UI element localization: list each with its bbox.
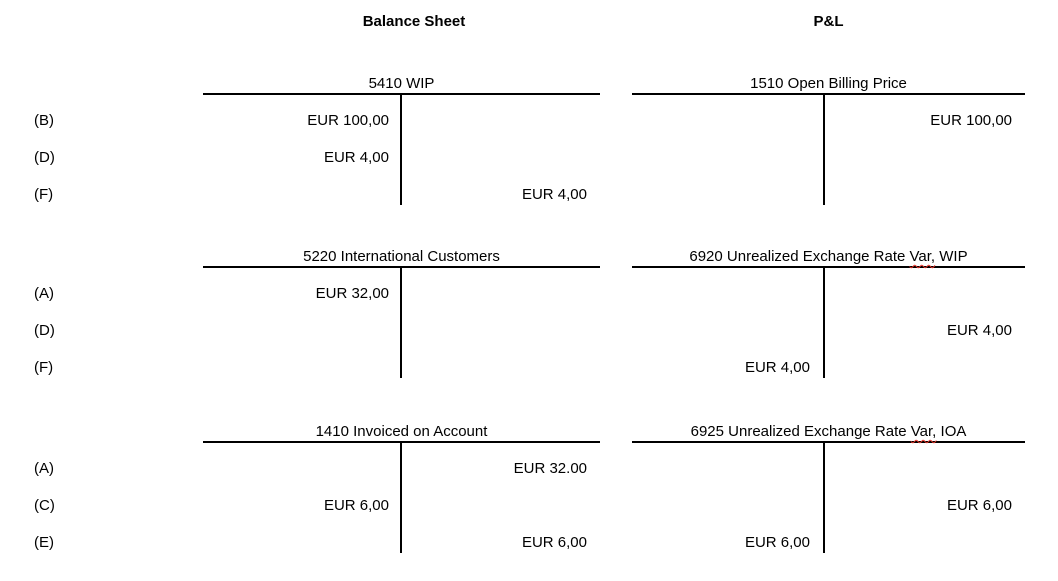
t-account-divider-line — [400, 95, 402, 205]
credit-column — [400, 268, 600, 386]
t-account-body: EUR 6,00 EUR 6,00 — [632, 443, 1025, 561]
t-account-6920-unrealized-exchange-rate-var-wip: 6920 Unrealized Exchange Rate Var, WIP E… — [632, 248, 1025, 386]
debit-amount: EUR 6,00 — [744, 534, 810, 551]
credit-amount — [400, 102, 600, 139]
entry-label-a: (A) — [34, 285, 54, 302]
account-title: 6925 Unrealized Exchange Rate Var, IOA — [632, 423, 1025, 443]
t-account-5410-wip: 5410 WIP EUR 100,00 EUR 4,00 EUR 4,00 — [203, 75, 600, 213]
t-account-body: EUR 100,00 — [632, 95, 1025, 213]
debit-column: EUR 6,00 — [203, 443, 400, 561]
credit-column: EUR 6,00 — [823, 443, 1025, 561]
t-account-divider-line — [823, 95, 825, 205]
account-title: 1410 Invoiced on Account — [203, 423, 600, 443]
debit-amount — [203, 176, 400, 213]
entry-label-a: (A) — [34, 460, 54, 477]
credit-column: EUR 4,00 — [400, 95, 600, 213]
entry-label-d: (D) — [34, 322, 55, 339]
spellcheck-underlined-word: Var, — [910, 423, 937, 440]
debit-amount — [632, 176, 823, 213]
t-account-body: EUR 4,00 EUR 4,00 — [632, 268, 1025, 386]
debit-amount — [632, 450, 823, 487]
account-title: 6920 Unrealized Exchange Rate Var, WIP — [632, 248, 1025, 268]
account-title-text: WIP — [935, 248, 968, 265]
t-account-row-group-3: (A) (C) (E) 1410 Invoiced on Account EUR… — [0, 423, 1058, 563]
t-account-divider-line — [823, 443, 825, 553]
t-account-row-group-2: (A) (D) (F) 5220 International Customers… — [0, 248, 1058, 388]
credit-column: EUR 4,00 — [823, 268, 1025, 386]
debit-amount: EUR 4,00 — [323, 149, 389, 166]
debit-amount — [632, 487, 823, 524]
account-title: 5220 International Customers — [203, 248, 600, 268]
t-account-row-group-1: (B) (D) (F) 5410 WIP EUR 100,00 EUR 4,00… — [0, 75, 1058, 215]
credit-amount: EUR 4,00 — [521, 186, 587, 203]
credit-column: EUR 100,00 — [823, 95, 1025, 213]
t-account-divider-line — [400, 268, 402, 378]
entry-label-c: (C) — [34, 497, 55, 514]
column-header-pnl: P&L — [813, 13, 844, 30]
debit-amount: EUR 6,00 — [323, 497, 389, 514]
column-header-balance-sheet: Balance Sheet — [362, 13, 466, 30]
account-title: 5410 WIP — [203, 75, 600, 95]
debit-column: EUR 100,00 EUR 4,00 — [203, 95, 400, 213]
account-title-text: 6925 Unrealized Exchange Rate — [690, 423, 911, 440]
credit-amount — [823, 524, 1025, 561]
debit-column — [632, 95, 823, 213]
credit-amount: EUR 6,00 — [946, 497, 1012, 514]
credit-amount — [400, 349, 600, 386]
t-account-6925-unrealized-exchange-rate-var-ioa: 6925 Unrealized Exchange Rate Var, IOA E… — [632, 423, 1025, 561]
debit-amount: EUR 4,00 — [744, 359, 810, 376]
debit-amount — [632, 275, 823, 312]
account-title-text: IOA — [936, 423, 967, 440]
t-account-body: EUR 100,00 EUR 4,00 EUR 4,00 — [203, 95, 600, 213]
entry-label-d: (D) — [34, 149, 55, 166]
debit-column: EUR 4,00 — [632, 268, 823, 386]
t-account-divider-line — [823, 268, 825, 378]
spellcheck-underlined-word: Var, — [909, 248, 936, 265]
entry-letter-labels: (A) (C) (E) — [34, 450, 84, 561]
debit-amount: EUR 100,00 — [307, 112, 389, 129]
entry-label-e: (E) — [34, 534, 54, 551]
credit-amount — [400, 312, 600, 349]
t-account-body: EUR 6,00 EUR 32.00 EUR 6,00 — [203, 443, 600, 561]
account-title-text: 6920 Unrealized Exchange Rate — [689, 248, 910, 265]
debit-amount — [203, 349, 400, 386]
credit-column: EUR 32.00 EUR 6,00 — [400, 443, 600, 561]
t-account-1510-open-billing-price: 1510 Open Billing Price EUR 100,00 — [632, 75, 1025, 213]
credit-amount — [400, 139, 600, 176]
debit-amount — [632, 139, 823, 176]
debit-amount — [632, 312, 823, 349]
t-account-5220-international-customers: 5220 International Customers EUR 32,00 — [203, 248, 600, 386]
t-account-divider-line — [400, 443, 402, 553]
entry-label-b: (B) — [34, 112, 54, 129]
entry-label-f: (F) — [34, 186, 54, 203]
credit-amount: EUR 32.00 — [513, 460, 587, 477]
debit-column: EUR 32,00 — [203, 268, 400, 386]
entry-label-f: (F) — [34, 359, 54, 376]
entry-letter-labels: (B) (D) (F) — [34, 102, 84, 213]
account-title: 1510 Open Billing Price — [632, 75, 1025, 95]
credit-amount — [400, 275, 600, 312]
debit-column: EUR 6,00 — [632, 443, 823, 561]
credit-amount — [823, 139, 1025, 176]
t-account-body: EUR 32,00 — [203, 268, 600, 386]
debit-amount — [632, 102, 823, 139]
credit-amount — [823, 349, 1025, 386]
debit-amount: EUR 32,00 — [315, 285, 389, 302]
credit-amount — [823, 450, 1025, 487]
debit-amount — [203, 312, 400, 349]
credit-amount: EUR 4,00 — [946, 322, 1012, 339]
credit-amount — [400, 487, 600, 524]
credit-amount: EUR 6,00 — [521, 534, 587, 551]
t-account-1410-invoiced-on-account: 1410 Invoiced on Account EUR 6,00 EUR 32… — [203, 423, 600, 561]
debit-amount — [203, 450, 400, 487]
credit-amount: EUR 100,00 — [930, 112, 1012, 129]
debit-amount — [203, 524, 400, 561]
credit-amount — [823, 176, 1025, 213]
credit-amount — [823, 275, 1025, 312]
entry-letter-labels: (A) (D) (F) — [34, 275, 84, 386]
